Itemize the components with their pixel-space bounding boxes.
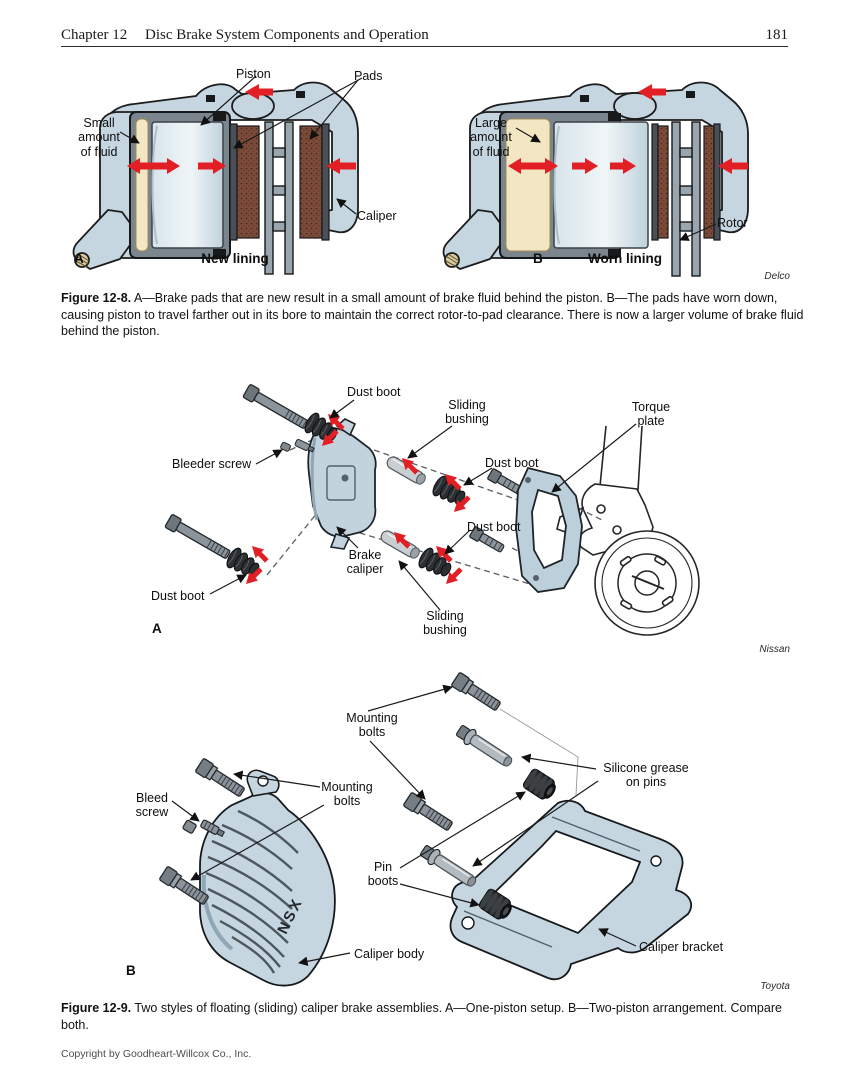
label-leader-lines [119, 75, 363, 215]
brake-caliper-label: Brake caliper [346, 548, 384, 577]
outboard-pad-worn [703, 123, 721, 241]
small-fluid-label: Small amount of fluid [78, 116, 120, 159]
guide-pin-lower [417, 842, 481, 892]
figure-12-9-panel-b-credit: Toyota [760, 981, 790, 992]
rotor-illustration [671, 121, 701, 277]
dust-boot-mid-label: Dust boot [467, 520, 521, 534]
caliper-screw-tip [74, 252, 90, 268]
page-header: Chapter 12 Disc Brake System Components … [61, 27, 788, 44]
figure-12-8-caption: Figure 12-8. A—Brake pads that are new r… [61, 290, 813, 340]
sliding-bushing-top-label: Sliding bushing [445, 398, 489, 427]
rotor-label: Rotor [717, 216, 748, 230]
pin-boot-upper [521, 767, 560, 804]
torque-plate-illustration [515, 466, 583, 593]
chapter-number: Chapter 12 [61, 27, 128, 43]
guide-pin-upper [453, 722, 517, 772]
figure-12-8-credit: Delco [764, 271, 790, 282]
outboard-pad [299, 123, 330, 241]
rotor-illustration [264, 121, 294, 275]
piston-illustration [553, 91, 695, 257]
panel-a-letter: A [74, 251, 84, 266]
label-leader-lines [209, 399, 637, 611]
bleeder-screw-parts [280, 438, 315, 453]
fluid-pressure-arrows [508, 84, 748, 174]
torque-plate-label: Torque plate [631, 400, 671, 429]
bleed-screw-parts [182, 819, 226, 838]
brake-fluid-small [135, 118, 149, 252]
bleeder-screw-label: Bleeder screw [172, 457, 252, 471]
figure-12-9-panel-a-credit: Nissan [759, 644, 790, 655]
fluid-pressure-arrows [127, 84, 356, 174]
panel-b-title: Worn lining [588, 251, 662, 266]
alignment-thin-line [499, 708, 579, 796]
page-number: 181 [765, 27, 789, 43]
copyright-line: Copyright by Goodheart-Willcox Co., Inc. [61, 1048, 252, 1060]
caliper-bracket-illustration [449, 799, 692, 981]
caliper-screw-tip [444, 252, 460, 268]
label-leader-lines [171, 684, 637, 967]
caliper-body-label: Caliper body [354, 947, 425, 961]
dust-boot-right-label: Dust boot [485, 456, 539, 470]
label-leader-lines [515, 127, 717, 241]
figure-12-8-panel-b-diagram [442, 81, 749, 277]
inboard-pad-worn [651, 123, 669, 241]
sliding-bushing-bottom-label: Sliding bushing [423, 609, 467, 638]
dust-boot-left-label: Dust boot [151, 589, 205, 603]
panel-b-letter: B [533, 251, 543, 266]
silicone-grease-label: Silicone grease on pins [603, 761, 689, 790]
inboard-pad [229, 123, 260, 241]
panel-a-title: New lining [201, 251, 269, 266]
bleed-screw-label: Bleed screw [135, 791, 169, 820]
figure-12-9-panel-a-diagram [164, 383, 700, 636]
figure-12-8-caption-text: A—Brake pads that are new result in a sm… [61, 291, 804, 338]
header-rule [61, 46, 788, 47]
caliper-body-illustration: NSX [199, 769, 336, 987]
figure-12-9-panel-b-letter: B [126, 963, 136, 978]
figure-12-9-caption-text: Two styles of floating (sliding) caliper… [61, 1001, 782, 1032]
guide-pin-top [242, 383, 311, 433]
dust-boot-top-label: Dust boot [347, 385, 401, 399]
caliper-label: Caliper [357, 209, 397, 223]
large-fluid-label: Large amount of fluid [470, 116, 512, 159]
figure-12-8-caption-label: Figure 12-8. [61, 291, 132, 305]
mounting-bolt-upper-left [194, 757, 248, 800]
piston-illustration [151, 91, 305, 257]
steering-knuckle-and-rotor-illustration [556, 425, 700, 636]
caliper-bracket-label: Caliper bracket [639, 940, 724, 954]
figure-12-9-caption-label: Figure 12-9. [61, 1001, 132, 1015]
brake-fluid-large [505, 118, 551, 252]
piston-label: Piston [236, 67, 271, 81]
figure-12-9-panel-a-letter: A [152, 621, 162, 636]
figure-12-9-panel-b-diagram: NSX [158, 671, 692, 987]
mounting-bolt-mid [402, 791, 456, 834]
mounting-bolt-top [450, 671, 504, 714]
figure-12-9-caption: Figure 12-9. Two styles of floating (sli… [61, 1000, 813, 1033]
mounting-bolts-left-label: Mounting bolts [321, 780, 373, 809]
mounting-bolts-top-label: Mounting bolts [346, 711, 398, 740]
figure-12-8-panel-a-diagram [72, 75, 363, 275]
brake-caliper-illustration [307, 418, 377, 550]
guide-pin-bottom [164, 513, 233, 563]
chapter-title: Disc Brake System Components and Operati… [144, 27, 429, 43]
pads-label: Pads [354, 69, 383, 83]
pin-boots-label: Pin boots [367, 860, 399, 889]
